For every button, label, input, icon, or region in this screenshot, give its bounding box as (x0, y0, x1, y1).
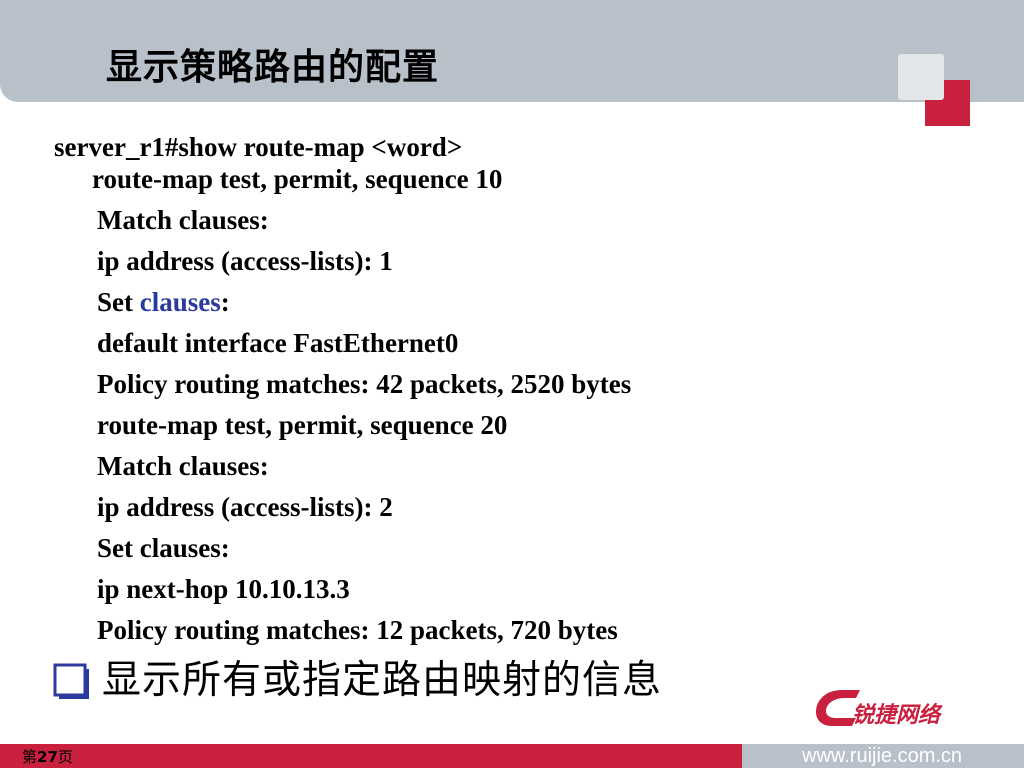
logo-text: 锐捷网络 (852, 702, 943, 728)
output-line: Match clauses: (97, 205, 269, 235)
output-line: Set clauses: (97, 533, 230, 563)
page-number: 第27页 (22, 748, 73, 766)
corner-decoration-gray (898, 54, 944, 100)
set-accent-word: clauses (139, 287, 221, 317)
set-suffix: : (220, 287, 230, 317)
header-bar (0, 0, 1024, 102)
output-line: Policy routing matches: 42 packets, 2520… (97, 369, 632, 399)
footer-bar-red (0, 744, 742, 768)
ruijie-logo: 锐捷网络 (812, 684, 960, 730)
output-line: ip address (access-lists): 1 (97, 246, 393, 276)
command-line: server_r1#show route-map <word> (54, 132, 463, 162)
footer-bar-gray (742, 744, 1024, 768)
output-line: route-map test, permit, sequence 20 (97, 410, 508, 440)
output-line: default interface FastEthernet0 (97, 328, 459, 358)
set-prefix: Set (97, 287, 140, 317)
slide-title: 显示策略路由的配置 (106, 47, 440, 88)
website-url: www.ruijie.com.cn (802, 745, 963, 767)
output-line: route-map test, permit, sequence 10 (92, 164, 503, 194)
output-line: Match clauses: (97, 451, 269, 481)
bullet-text: 显示所有或指定路由映射的信息 (102, 658, 663, 703)
checkbox-bullet-icon (52, 662, 94, 714)
output-line: ip next-hop 10.10.13.3 (97, 574, 350, 604)
output-line-set-clauses: Set clauses: (97, 287, 230, 317)
output-line: ip address (access-lists): 2 (97, 492, 393, 522)
output-line: Policy routing matches: 12 packets, 720 … (97, 615, 618, 645)
